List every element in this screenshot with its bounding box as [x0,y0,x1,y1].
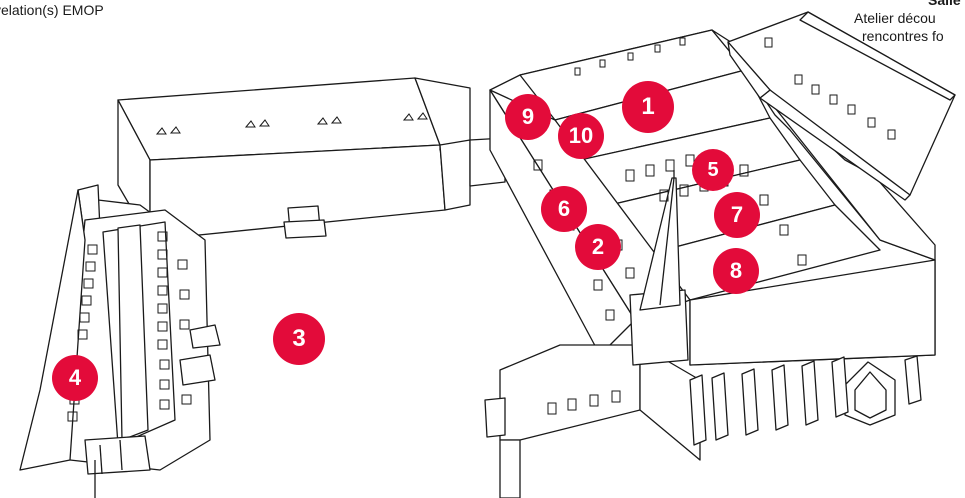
west-wing [19,184,221,498]
spire [629,170,689,366]
room-marker-1[interactable]: 1 [622,81,674,133]
caption-right-title: Salle N. K [928,0,965,8]
room-marker-6[interactable]: 6 [541,186,587,232]
room-marker-7[interactable]: 7 [714,192,760,238]
west-wing-windows [67,231,192,422]
room-marker-8[interactable]: 8 [713,248,759,294]
room-marker-5[interactable]: 5 [692,149,734,191]
caption-right-line2: rencontres fo [862,28,944,44]
room-marker-4[interactable]: 4 [52,355,98,401]
room-marker-2[interactable]: 2 [575,224,621,270]
chapel [844,361,896,426]
caption-right-line1: Atelier décou [854,10,936,26]
windows [67,37,896,422]
north-wing [117,77,506,241]
room-marker-9[interactable]: 9 [505,94,551,140]
room-marker-10[interactable]: 10 [558,113,604,159]
northeast-building [727,11,956,201]
roof-windows-north [155,112,428,135]
buttresses [689,355,922,446]
room-marker-3[interactable]: 3 [273,313,325,365]
northeast-windows [764,37,896,140]
caption-left: velation(s) EMOP [0,2,104,18]
